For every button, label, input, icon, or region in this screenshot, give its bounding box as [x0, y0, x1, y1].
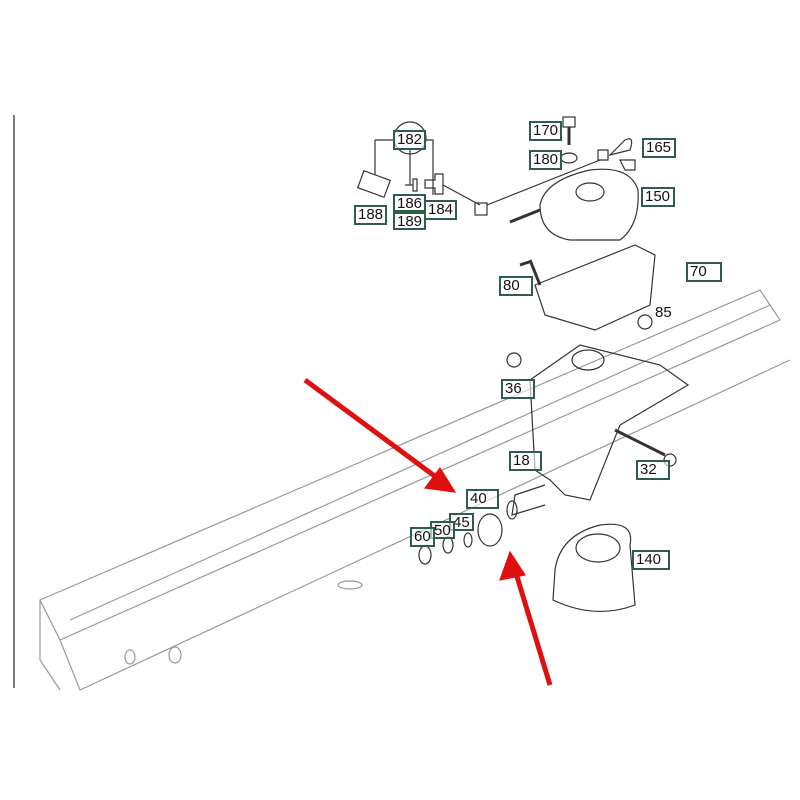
arrow-pointing-bushing-1: [303, 377, 442, 483]
callout-165: 165: [642, 138, 676, 158]
callout-170: 170: [529, 121, 563, 141]
callout-60: 60: [410, 527, 435, 547]
callout-36: 36: [501, 379, 535, 399]
red-arrows: [303, 377, 553, 686]
mount-18: [529, 344, 690, 501]
arrow-pointing-bushing-2: [512, 569, 553, 686]
cone-140: [552, 523, 636, 612]
callout-50: 50: [430, 521, 455, 539]
callout-180: 180: [529, 150, 563, 170]
callout-189: 189: [393, 212, 427, 230]
callout-70: 70: [686, 262, 722, 282]
callout-18: 18: [509, 451, 542, 471]
callout-85: 85: [655, 304, 672, 321]
callout-182: 182: [393, 130, 427, 150]
callout-184: 184: [424, 200, 458, 220]
bracket-70: [534, 244, 656, 331]
callout-45: 45: [449, 513, 474, 531]
callout-150: 150: [641, 187, 675, 207]
callout-80: 80: [499, 276, 533, 296]
callout-188: 188: [354, 205, 388, 225]
chassis-rail: [39, 289, 791, 691]
callout-40: 40: [466, 489, 499, 509]
callout-32: 32: [636, 460, 670, 480]
callout-140: 140: [632, 550, 670, 570]
callout-186: 186: [393, 194, 427, 212]
cover-150: [539, 168, 639, 241]
